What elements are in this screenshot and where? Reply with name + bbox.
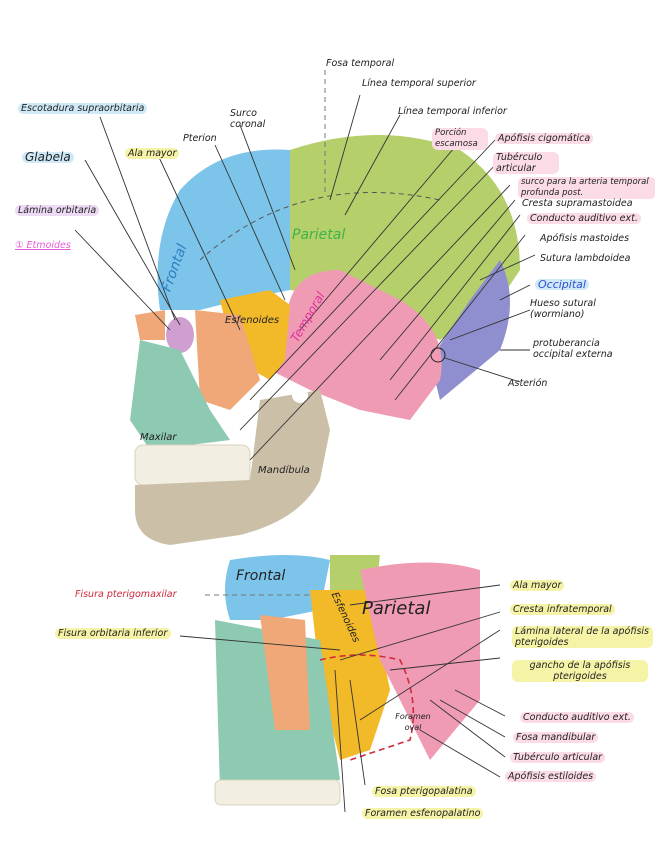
label-linea-temporal-inferior: Línea temporal inferior <box>398 106 507 117</box>
bottom-teeth <box>214 779 341 806</box>
label-escotadura-supraorbitaria: Escotadura supraorbitaria <box>18 103 148 114</box>
label-foramen-esfenopalatino: Foramen esfenopalatino <box>362 808 484 819</box>
label-linea-temporal-superior: Línea temporal superior <box>362 78 476 89</box>
bone-label-mandibula: Mandíbula <box>258 465 310 476</box>
label-asterion: Asterión <box>508 378 548 389</box>
label-ala-mayor-bottom: Ala mayor <box>510 580 565 591</box>
bottom-bone-label-frontal: Frontal <box>236 568 286 584</box>
label-porcion-escamosa: Porción escamosa <box>432 128 488 150</box>
zygomatic-bone <box>195 310 260 410</box>
label-fisura-orbitaria-inferior: Fisura orbitaria inferior <box>55 628 171 639</box>
label-apofisis-cigomatica: Apófisis cigomática <box>495 133 594 144</box>
label-glabela: Glabela <box>22 151 74 163</box>
bottom-bone-label-parietal: Parietal <box>362 598 431 619</box>
lacrimal-bone <box>166 317 194 353</box>
label-fisura-pterigomaxilar: Fisura pterigomaxilar <box>75 589 177 600</box>
label-tuberculo-articular-bottom: Tubérculo articular <box>510 752 606 763</box>
bone-label-parietal: Parietal <box>292 227 346 243</box>
label-gancho-pterigoides: gancho de la apófisis pterigoides <box>512 660 648 682</box>
label-cresta-supramastoidea: Cresta supramastoidea <box>522 198 633 209</box>
label-ala-mayor: Ala mayor <box>125 148 180 159</box>
label-sutura-lambdoidea: Sutura lambdoidea <box>540 253 631 264</box>
label-conducto-auditivo-bottom: Conducto auditivo ext. <box>520 712 634 723</box>
label-conducto-auditivo: Conducto auditivo ext. <box>527 213 641 224</box>
nasal-bone <box>135 310 165 340</box>
bone-label-esfenoides: Esfenoides <box>225 315 280 326</box>
label-fosa-temporal: Fosa temporal <box>326 58 395 69</box>
label-apofisis-mastoides: Apófisis mastoides <box>540 233 630 244</box>
label-hueso-sutural: Hueso sutural (wormiano) <box>530 298 596 320</box>
bottom-frontal-bone <box>225 555 330 620</box>
label-foramen-oval: Foramen oval <box>395 712 431 732</box>
label-surco-coronal: Surco coronal <box>230 108 266 130</box>
label-lamina-orbitaria: Lámina orbitaria <box>15 205 100 216</box>
label-apofisis-estiloides: Apófisis estiloides <box>505 771 597 782</box>
occipital-bone <box>430 260 510 400</box>
label-protuberancia-occipital: protuberancia occipital externa <box>533 338 613 360</box>
temporal-bone <box>270 270 442 420</box>
label-lamina-lateral: Lámina lateral de la apófisis pterigoide… <box>512 626 653 648</box>
label-surco-arteria-temporal: surco para la arteria temporal profunda … <box>518 177 655 199</box>
teeth <box>134 444 251 486</box>
bone-label-maxilar: Maxilar <box>140 432 177 443</box>
label-occipital: Occipital <box>535 279 589 290</box>
label-tuberculo-articular: Tubérculo articular <box>493 152 559 174</box>
label-etmoides: ① Etmoides <box>15 240 71 251</box>
mandible-bone <box>135 390 330 545</box>
maxilla-bone <box>130 340 230 450</box>
frontal-bone <box>157 149 290 310</box>
bottom-temporal-bone <box>360 562 480 760</box>
label-fosa-pterigopalatina: Fosa pterigopalatina <box>372 786 476 797</box>
label-cresta-infratemporal: Cresta infratemporal <box>510 604 615 615</box>
label-fosa-mandibular: Fosa mandibular <box>513 732 599 743</box>
label-pterion: Pterion <box>183 133 217 144</box>
